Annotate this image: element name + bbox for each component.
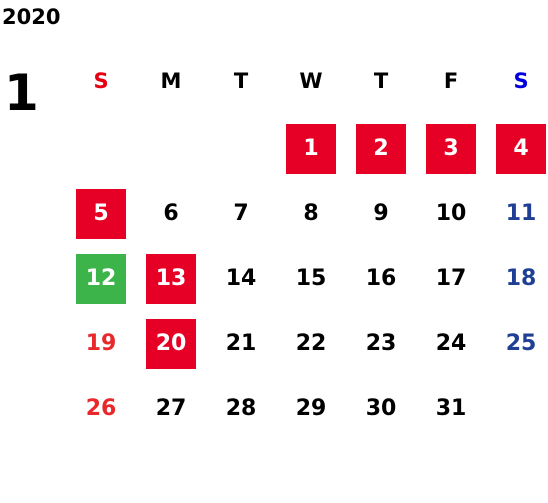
week-row: 5 6 7 8 9 10 11 xyxy=(66,181,548,246)
day-cell: 7 xyxy=(233,201,249,226)
year-label: 2020 xyxy=(2,5,61,29)
day-cell: 25 xyxy=(505,331,537,356)
day-cell xyxy=(496,384,546,434)
day-cell: 10 xyxy=(435,201,467,226)
weekday-label: T xyxy=(373,69,389,93)
day-cell: 5 xyxy=(76,188,126,239)
day-cell: 6 xyxy=(163,201,179,226)
day-cell: 18 xyxy=(505,266,537,291)
calendar-grid: S M T W T F S 1 2 3 4 5 6 7 8 9 10 11 12… xyxy=(66,46,548,441)
weekday-label: M xyxy=(160,69,182,93)
day-cell: 23 xyxy=(365,331,397,356)
day-cell xyxy=(146,124,196,174)
weekday-label: S xyxy=(513,69,529,93)
day-cell: 3 xyxy=(426,123,476,174)
day-cell: 8 xyxy=(303,201,319,226)
day-cell: 13 xyxy=(146,253,196,304)
day-cell xyxy=(76,124,126,174)
weekday-label: W xyxy=(299,69,323,93)
day-cell: 15 xyxy=(295,266,327,291)
day-cell: 12 xyxy=(76,253,126,304)
day-cell: 1 xyxy=(286,123,336,174)
day-cell: 11 xyxy=(505,201,537,226)
day-cell: 26 xyxy=(85,396,117,421)
day-cell: 21 xyxy=(225,331,257,356)
month-number: 1 xyxy=(4,64,39,122)
week-row: 1 2 3 4 xyxy=(66,116,548,181)
day-cell: 14 xyxy=(225,266,257,291)
day-cell: 27 xyxy=(155,396,187,421)
day-cell: 29 xyxy=(295,396,327,421)
day-cell: 28 xyxy=(225,396,257,421)
day-cell: 31 xyxy=(435,396,467,421)
week-row: 12 13 14 15 16 17 18 xyxy=(66,246,548,311)
weekday-header: S M T W T F S xyxy=(66,46,548,116)
day-cell xyxy=(216,124,266,174)
day-cell: 17 xyxy=(435,266,467,291)
day-cell: 2 xyxy=(356,123,406,174)
day-cell: 16 xyxy=(365,266,397,291)
day-cell: 22 xyxy=(295,331,327,356)
week-row: 19 20 21 22 23 24 25 xyxy=(66,311,548,376)
weekday-label: T xyxy=(233,69,249,93)
day-cell: 30 xyxy=(365,396,397,421)
day-cell: 24 xyxy=(435,331,467,356)
weekday-label: F xyxy=(443,69,459,93)
day-cell: 19 xyxy=(85,331,117,356)
weekday-label: S xyxy=(93,69,109,93)
day-cell: 20 xyxy=(146,318,196,369)
day-cell: 9 xyxy=(373,201,389,226)
day-cell: 4 xyxy=(496,123,546,174)
week-row: 26 27 28 29 30 31 xyxy=(66,376,548,441)
